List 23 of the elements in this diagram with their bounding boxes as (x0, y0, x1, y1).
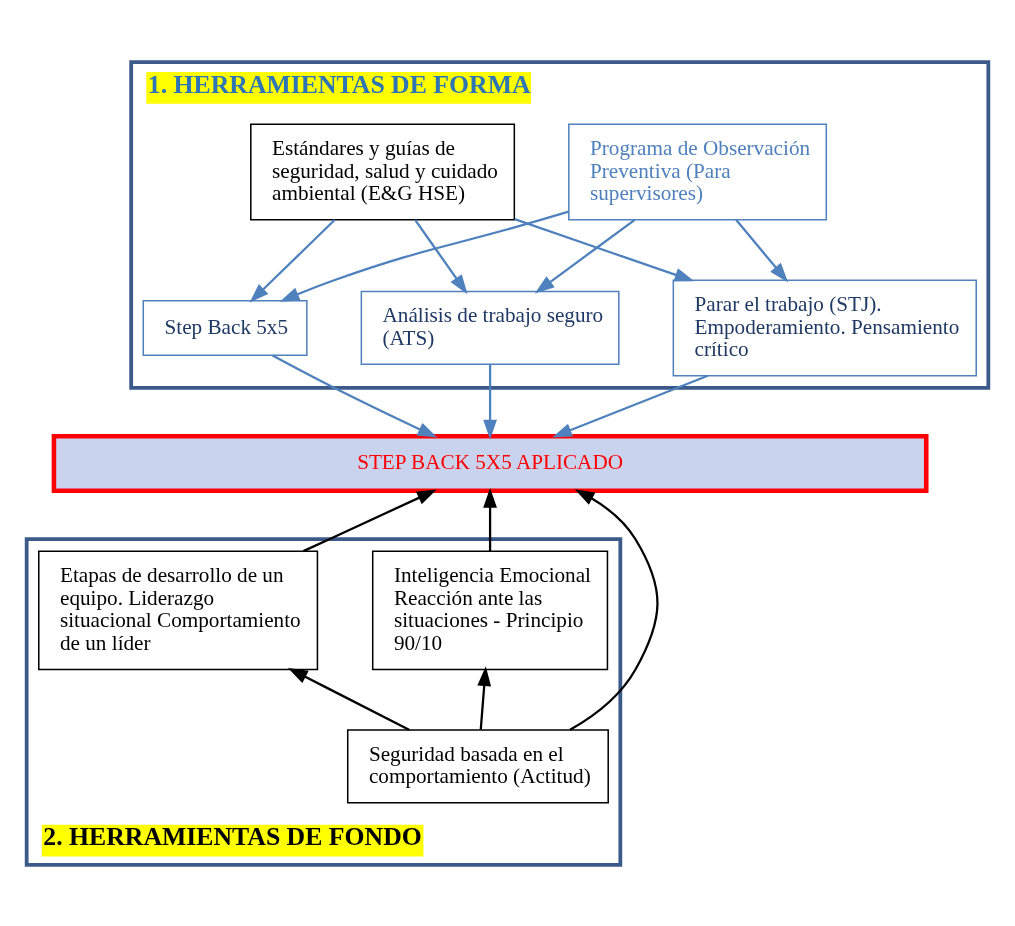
arrow (249, 218, 336, 303)
node-box: Programa de Observación Preventiva (Para supervisores) (568, 123, 828, 220)
arrow (477, 665, 492, 730)
arrow (534, 218, 636, 293)
arrow (483, 487, 497, 551)
arrow (569, 488, 659, 731)
node-box: Inteligencia Emocional Reacción ante las situaciones - Principio 90/10 (371, 550, 609, 670)
arrow (483, 364, 497, 439)
node-box: Estándares y guías de seguridad, salud y cuidado ambiental (E&G HSE) (250, 123, 516, 220)
node-box: Seguridad basada en el comportamiento (Actitud) (346, 728, 609, 803)
node-box: Etapas de desarrollo de un equipo. Liderazgo situacional Comportamiento de un líder (38, 550, 319, 670)
arrow (272, 354, 438, 438)
arrow (735, 218, 789, 282)
node-box: Step Back 5x5 (142, 299, 308, 356)
arrow (552, 374, 709, 437)
node-box: Análisis de trabajo seguro (ATS) (360, 290, 620, 365)
node-box: STEP BACK 5X5 APLICADO (51, 433, 929, 493)
arrow (287, 667, 410, 731)
arrow (414, 218, 468, 294)
arrow (514, 217, 695, 281)
arrow (279, 210, 569, 302)
arrow (302, 489, 437, 552)
node-box: Parar el trabajo (STJ). Empoderamiento. Pensamiento crítico (672, 279, 977, 376)
